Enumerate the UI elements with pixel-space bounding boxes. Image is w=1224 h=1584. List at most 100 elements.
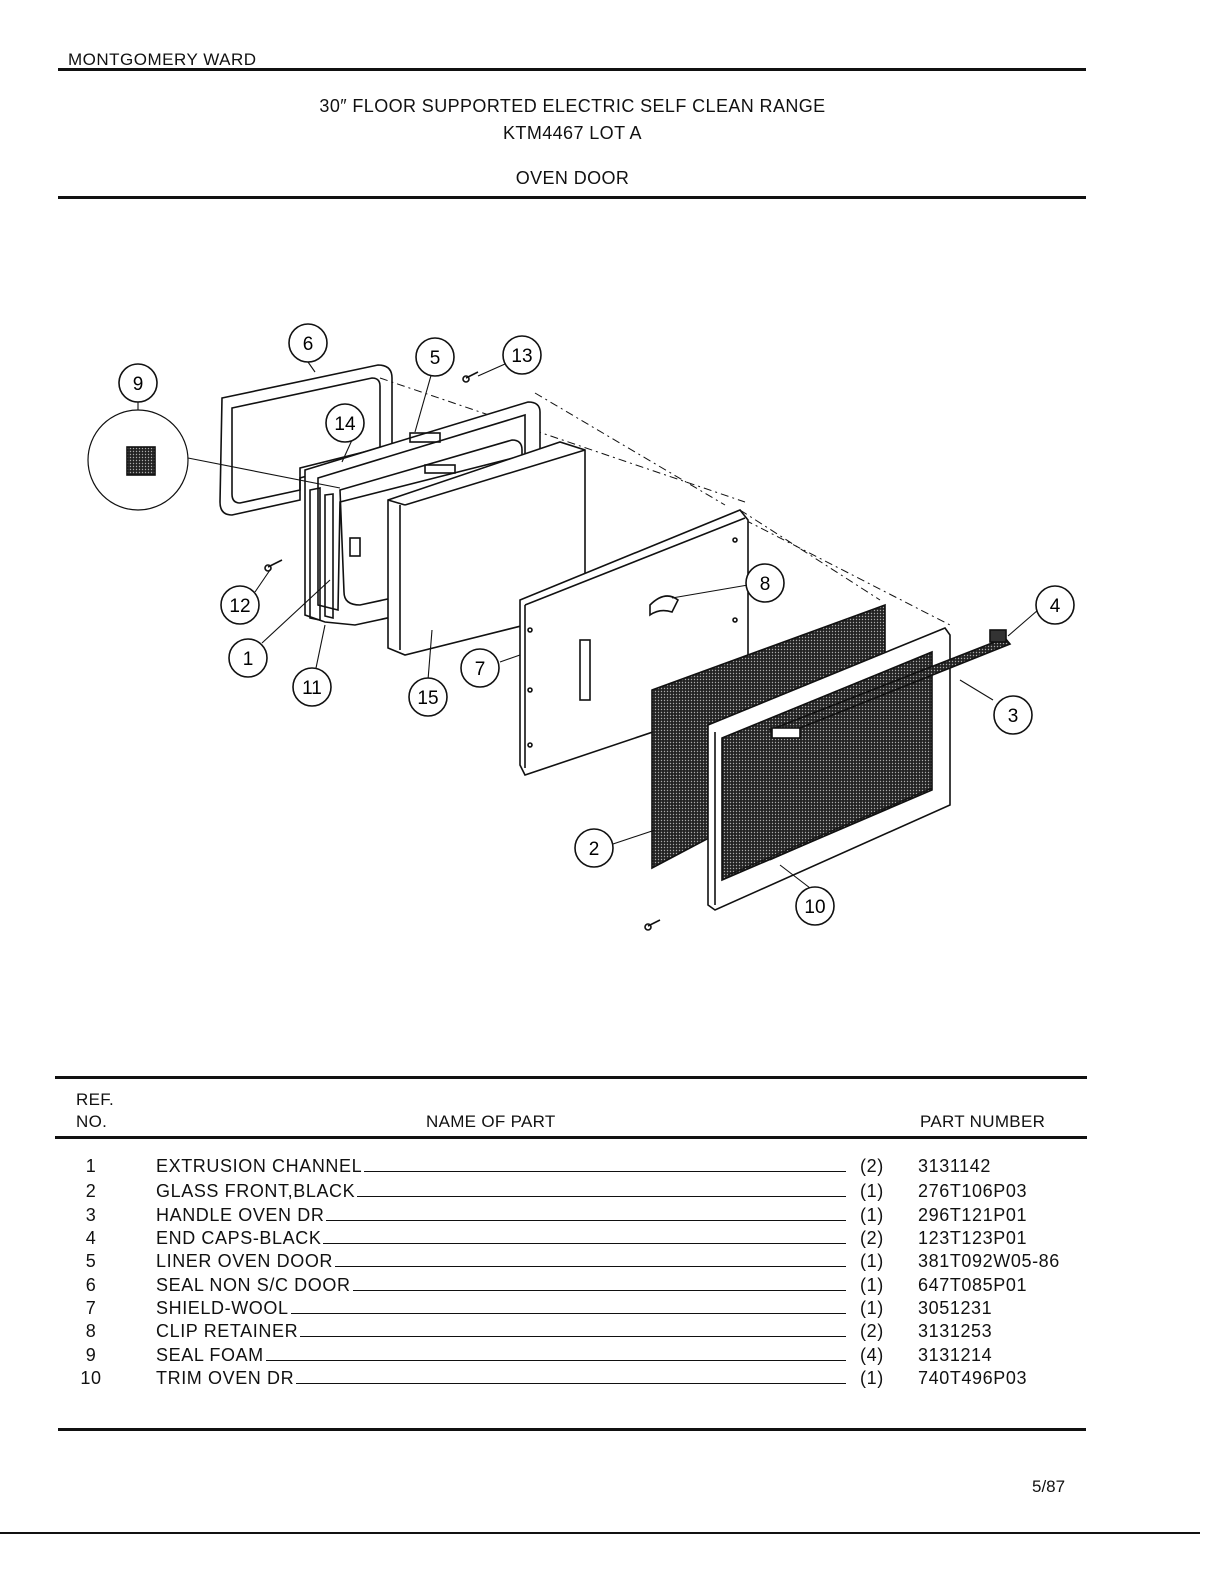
svg-text:2: 2 [589,839,600,860]
part-seal-door [219,364,393,516]
table-row: 10 TRIM OVEN DR (1) 740T496P03 [0,1368,1224,1392]
svg-text:11: 11 [302,678,322,699]
ref-no: 6 [85,1275,97,1295]
part-name: GLASS FRONT,BLACK [156,1181,358,1202]
svg-text:1: 1 [243,649,254,670]
callout-13: 13 [502,335,542,375]
model-number: KTM4467 LOT A [503,123,642,143]
col-header-ref-1: REF. [76,1090,115,1109]
svg-text:10: 10 [804,897,825,918]
ref-no: 5 [85,1251,97,1271]
ref-no: 9 [85,1345,97,1365]
part-number: 296T121P01 [918,1205,1028,1225]
exploded-parts-diagram: 9 6 5 13 14 12 1 11 15 7 8 4 3 2 10 [87,323,1075,931]
callout-4: 4 [1035,585,1075,625]
quantity: (1) [860,1275,884,1295]
svg-text:5: 5 [430,348,441,369]
callout-7: 7 [460,648,500,688]
table-row: 6 SEAL NON S/C DOOR (1) 647T085P01 [0,1275,1224,1299]
callout-12: 12 [220,585,260,625]
part-trim-oven-door [707,627,951,911]
table-row: 2 GLASS FRONT,BLACK (1) 276T106P03 [0,1181,1224,1205]
quantity: (4) [860,1345,884,1365]
svg-text:12: 12 [229,596,250,617]
part-name: END CAPS-BLACK [156,1228,324,1249]
table-row: 3 HANDLE OVEN DR (1) 296T121P01 [0,1205,1224,1229]
part-number: 381T092W05-86 [918,1251,1060,1271]
ref-no: 3 [85,1205,97,1225]
svg-text:8: 8 [760,574,771,595]
table-header-rule [55,1136,1087,1139]
part-name: SEAL NON S/C DOOR [156,1275,353,1296]
page-bottom-rule [0,1532,1200,1534]
part-handle [768,637,1012,739]
col-header-ref-2: NO. [76,1112,108,1131]
table-row: 4 END CAPS-BLACK (2) 123T123P01 [0,1228,1224,1252]
quantity: (1) [860,1251,884,1271]
section-title: OVEN DOOR [515,168,630,188]
callout-14: 14 [325,403,365,443]
svg-text:14: 14 [334,414,356,435]
part-number: 3051231 [918,1298,993,1318]
part-number: 647T085P01 [918,1275,1028,1295]
part-name: TRIM OVEN DR [156,1368,297,1389]
quantity: (2) [860,1228,884,1248]
part-number: 3131214 [918,1345,993,1365]
svg-text:7: 7 [475,659,486,680]
part-number: 123T123P01 [918,1228,1028,1248]
table-row: 9 SEAL FOAM (4) 3131214 [0,1345,1224,1369]
part-extrusion-channel [309,487,361,621]
svg-text:4: 4 [1050,596,1061,617]
ref-no: 2 [85,1181,97,1201]
ref-no: 4 [85,1228,97,1248]
part-name: EXTRUSION CHANNEL [156,1156,365,1177]
svg-text:15: 15 [417,688,438,709]
quantity: (2) [860,1156,884,1176]
callout-15: 15 [408,677,448,717]
page-title: 30″ FLOOR SUPPORTED ELECTRIC SELF CLEAN … [319,96,826,116]
quantity: (1) [860,1181,884,1201]
callout-9: 9 [118,363,158,403]
svg-text:3: 3 [1008,706,1019,727]
quantity: (2) [860,1321,884,1341]
ref-no: 1 [85,1156,97,1176]
part-name: SEAL FOAM [156,1345,266,1366]
callout-11: 11 [292,667,332,707]
callout-10: 10 [795,886,835,926]
svg-text:6: 6 [303,334,314,355]
svg-text:9: 9 [133,374,144,395]
ref-no: 8 [85,1321,97,1341]
table-row: 1 EXTRUSION CHANNEL (2) 3131142 [0,1156,1224,1180]
part-name: SHIELD-WOOL [156,1298,291,1319]
quantity: (1) [860,1298,884,1318]
callout-2: 2 [574,828,614,868]
revision-date: 5/87 [1032,1477,1066,1496]
ref-no: 7 [85,1298,97,1318]
callout-8: 8 [745,563,785,603]
col-header-part-number: PART NUMBER [920,1112,1046,1131]
callout-3: 3 [993,695,1033,735]
table-row: 7 SHIELD-WOOL (1) 3051231 [0,1298,1224,1322]
quantity: (1) [860,1368,884,1388]
callout-5: 5 [415,337,455,377]
part-number: 740T496P03 [918,1368,1028,1388]
brand-name: MONTGOMERY WARD [68,50,257,69]
callout-1: 1 [228,638,268,678]
table-row: 8 CLIP RETAINER (2) 3131253 [0,1321,1224,1345]
part-number: 3131253 [918,1321,993,1341]
part-number: 276T106P03 [918,1181,1028,1201]
col-header-name: NAME OF PART [426,1112,556,1131]
callout-6: 6 [288,323,328,363]
part-number: 3131142 [918,1156,991,1176]
header-rule-bottom [58,196,1086,199]
ref-no: 10 [80,1368,102,1388]
part-name: CLIP RETAINER [156,1321,301,1342]
part-name: LINER OVEN DOOR [156,1251,336,1272]
table-row: 5 LINER OVEN DOOR (1) 381T092W05-86 [0,1251,1224,1275]
table-rule-top [55,1076,1087,1079]
svg-text:13: 13 [511,346,532,367]
table-rule-bottom [58,1428,1086,1431]
part-name: HANDLE OVEN DR [156,1205,327,1226]
quantity: (1) [860,1205,884,1225]
header-rule-top [58,68,1086,71]
